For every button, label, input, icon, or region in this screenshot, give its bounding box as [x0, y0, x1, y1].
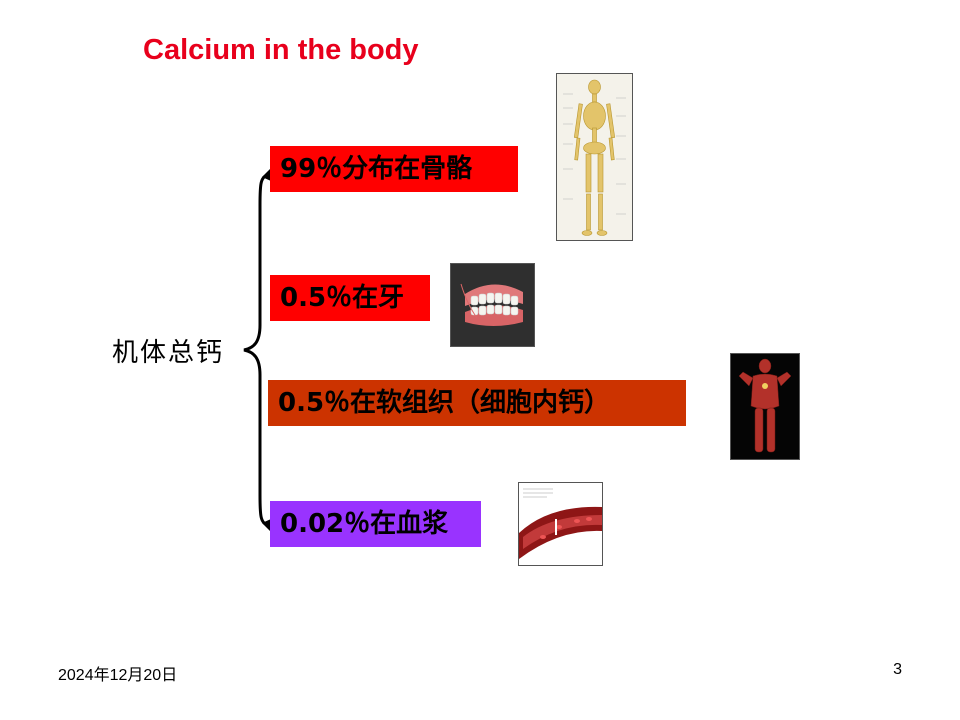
total-calcium-label: 机体总钙 [112, 338, 225, 368]
calcium-teeth-box: 0.5％在牙 [270, 275, 430, 321]
blood-vessel-image [518, 482, 603, 566]
calcium-bone-box: 99％分布在骨骼 [270, 146, 518, 192]
muscle-body-icon [731, 354, 799, 459]
muscle-body-image [730, 353, 800, 460]
curly-brace-icon [243, 169, 271, 531]
blood-vessel-icon [519, 483, 602, 565]
skeleton-icon [563, 79, 626, 236]
page-number: 3 [893, 661, 902, 678]
slide-title: Calcium in the body [143, 34, 419, 66]
teeth-icon [451, 264, 534, 346]
teeth-image [450, 263, 535, 347]
calcium-soft-tissue-box: 0.5％在软组织（细胞内钙） [268, 380, 686, 426]
calcium-plasma-box: 0.02％在血浆 [270, 501, 481, 547]
footer-date: 2024年12月20日 [58, 667, 178, 684]
skeleton-image [556, 73, 633, 241]
